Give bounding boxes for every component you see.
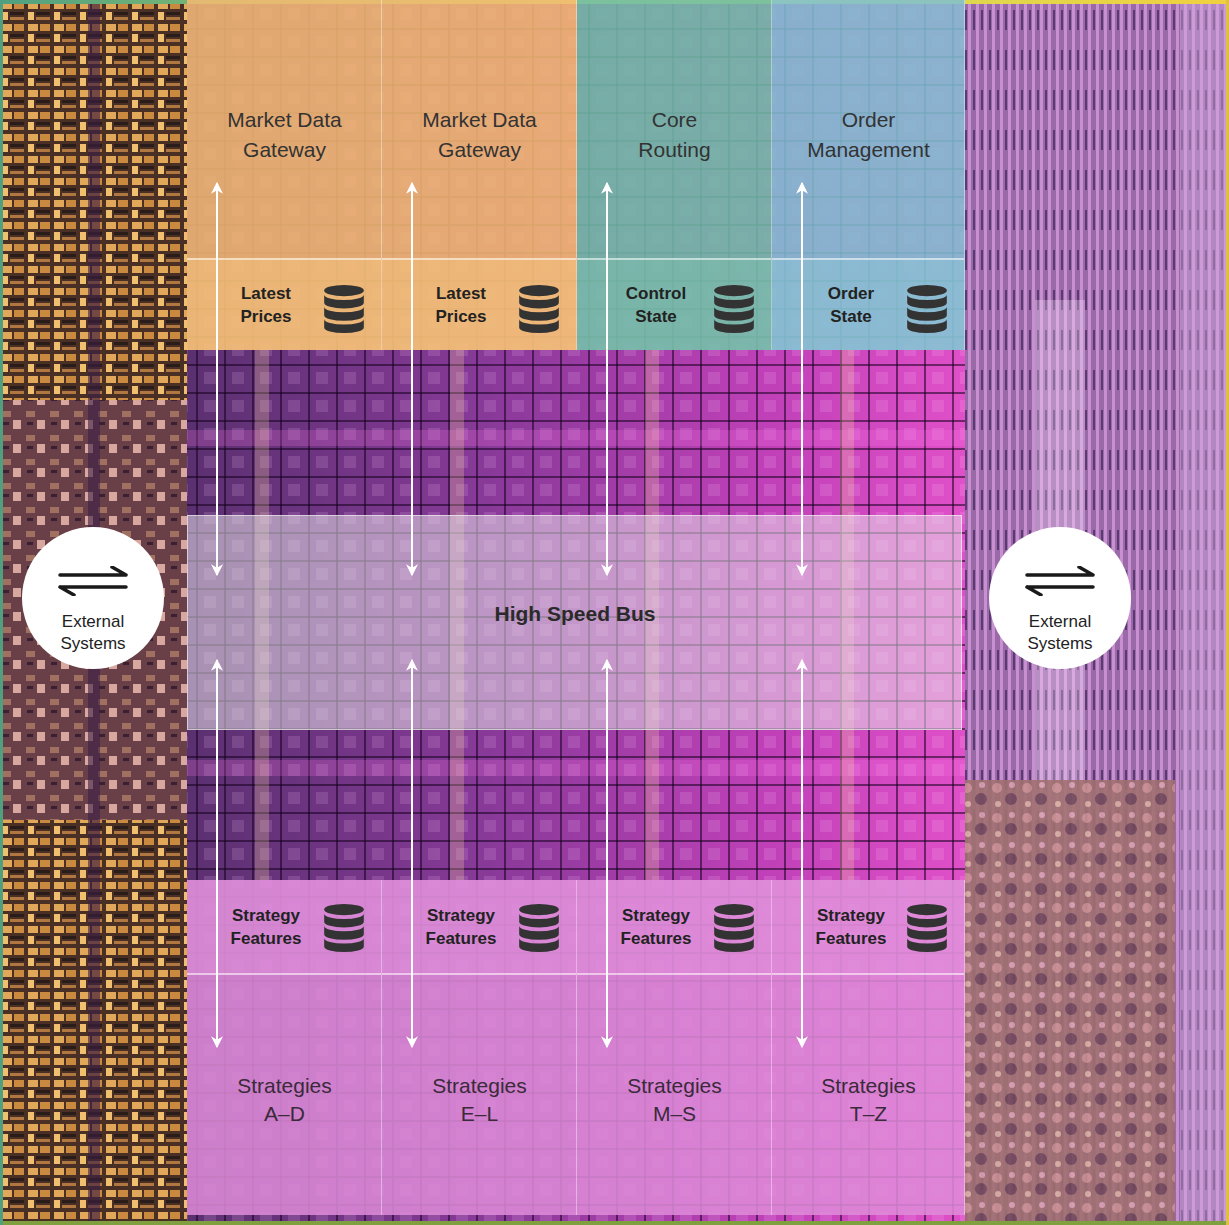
box-label: Strategies E–L <box>420 1072 540 1128</box>
right-lower-area <box>965 780 1175 1225</box>
database-icon <box>907 285 947 333</box>
box-label: Strategies M–S <box>615 1072 735 1128</box>
flow-arrow <box>216 660 218 1047</box>
flow-arrow <box>216 183 218 575</box>
die-edge <box>0 0 3 1225</box>
box-label: Latest Prices <box>420 282 502 328</box>
box-label: Strategies A–D <box>225 1072 345 1128</box>
bus-band: High Speed Bus <box>187 515 962 730</box>
flow-arrow <box>606 660 608 1047</box>
box-label: Strategy Features <box>808 904 894 950</box>
box-label: Strategy Features <box>418 904 504 950</box>
feature-band: Strategy Features <box>382 880 576 975</box>
feature-band: Strategy Features <box>772 880 964 975</box>
box-label: Core Routing <box>625 105 725 165</box>
box-label: Order State <box>810 282 892 328</box>
service-box: Core RoutingControl State <box>577 0 772 350</box>
store-band: Latest Prices <box>187 258 381 350</box>
service-box: Market Data GatewayLatest Prices <box>382 0 577 350</box>
box-label: High Speed Bus <box>445 600 705 628</box>
box-label: Strategy Features <box>613 904 699 950</box>
box-label: External Systems <box>38 611 148 655</box>
exchange-icon <box>60 567 126 595</box>
external-circle: External Systems <box>988 526 1132 670</box>
service-box: Order ManagementOrder State <box>772 0 965 350</box>
flow-arrow <box>801 183 803 575</box>
flow-arrow <box>411 660 413 1047</box>
store-band: Latest Prices <box>382 258 576 350</box>
external-circle: External Systems <box>21 526 165 670</box>
box-label: Strategies T–Z <box>809 1072 929 1128</box>
strategy-box: Strategies M–S Strategy Features <box>577 880 772 1215</box>
circle-fill <box>22 527 164 669</box>
flow-arrow <box>411 183 413 575</box>
database-icon <box>324 904 364 952</box>
database-icon <box>519 904 559 952</box>
box-label: Control State <box>615 282 697 328</box>
store-band: Control State <box>577 258 771 350</box>
box-label: Order Management <box>794 105 944 165</box>
box-label: Strategy Features <box>223 904 309 950</box>
core-area <box>187 0 965 1225</box>
flow-arrow <box>801 660 803 1047</box>
die-edge <box>1226 0 1229 1225</box>
store-band: Order State <box>772 258 964 350</box>
feature-band: Strategy Features <box>577 880 771 975</box>
box-label: Market Data Gateway <box>405 105 555 165</box>
right-logic-area <box>965 0 1229 1225</box>
strategy-box: Strategies A–D Strategy Features <box>187 880 382 1215</box>
database-icon <box>714 904 754 952</box>
strategy-box: Strategies T–Z Strategy Features <box>772 880 965 1215</box>
right-io-strip <box>1180 0 1229 1225</box>
database-icon <box>907 904 947 952</box>
exchange-icon <box>1027 567 1093 595</box>
core-grid <box>187 0 965 1225</box>
database-icon <box>519 285 559 333</box>
die-edge <box>0 1221 1229 1225</box>
flow-arrow <box>606 183 608 575</box>
circle-fill <box>989 527 1131 669</box>
left-io-area <box>0 0 187 1225</box>
box-label: External Systems <box>1005 611 1115 655</box>
box-label: Market Data Gateway <box>210 105 360 165</box>
database-icon <box>324 285 364 333</box>
box-label: Latest Prices <box>225 282 307 328</box>
database-icon <box>714 285 754 333</box>
strategy-box: Strategies E–L Strategy Features <box>382 880 577 1215</box>
feature-band: Strategy Features <box>187 880 381 975</box>
service-box: Market Data GatewayLatest Prices <box>187 0 382 350</box>
